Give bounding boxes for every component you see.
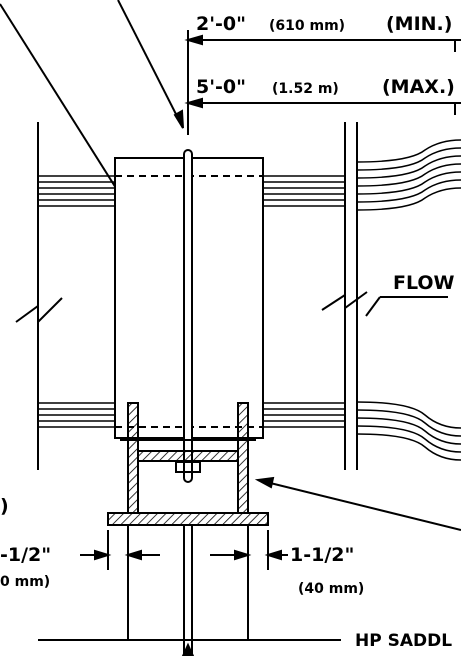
right-clearance-metric: (40 mm) [298,581,364,597]
break-symbols [15,291,368,325]
saddle-leader [254,476,461,531]
hex-nut [175,461,201,473]
max-qualifier: (MAX.) [382,76,455,98]
dimension-min: 2'-0" (610 mm) (MIN.) [196,13,452,35]
corrugation-lower [38,401,461,461]
corrugation-upper [38,139,461,211]
right-clearance-label: 1-1/2" [290,544,354,566]
clearance-dims [80,530,288,570]
right-clearance: 1-1/2" (40 mm) [290,544,364,597]
left-clearance: -1/2" 0 mm) [0,544,51,590]
max-length-metric: (1.52 m) [272,81,339,97]
dimension-max: 5'-0" (1.52 m) (MAX.) [196,76,455,98]
flow-indicator: FLOW [365,272,455,317]
saddle-label: HP SADDL [355,631,452,651]
left-clearance-metric: 0 mm) [0,574,50,590]
min-qualifier: (MIN.) [386,13,452,35]
min-length-metric: (610 mm) [269,18,345,34]
max-length-label: 5'-0" [196,76,246,98]
dimension-lines-top [184,30,461,135]
min-length-label: 2'-0" [196,13,246,35]
channel-saddle [107,402,269,526]
paren-fragment: ) [0,495,9,517]
threaded-rod [183,149,193,483]
support-post [38,525,341,656]
left-clearance-label: -1/2" [0,544,51,566]
flow-label: FLOW [393,272,455,294]
